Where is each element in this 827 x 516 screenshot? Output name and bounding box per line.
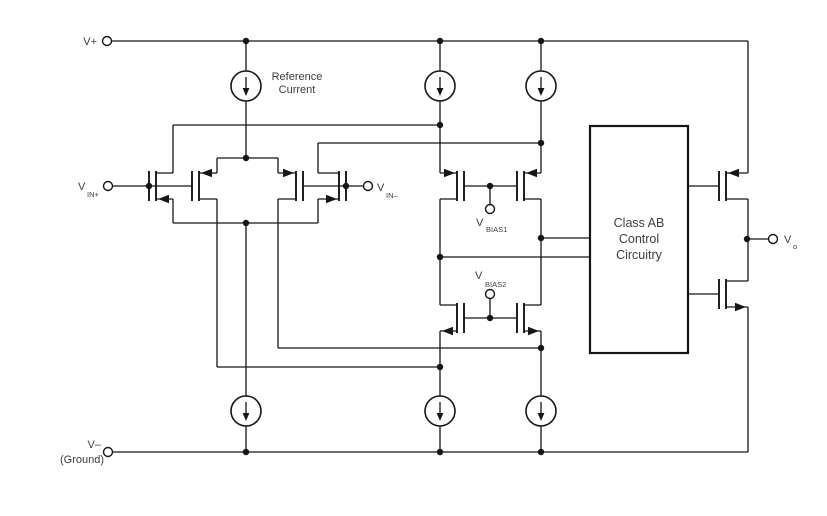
vin-plus-terminal [102,180,114,192]
vbias1-terminal [484,203,496,215]
vplus-terminal [101,35,113,47]
mosfet-output-pmos-icon [718,168,739,201]
mosfet-cascode-bias2-left-icon [442,303,465,336]
current-source-icon [230,70,262,102]
mosfet-cascode-bias2-right-icon [516,303,539,336]
mosfet-cascode-bias1-left-icon [444,168,465,201]
vbias1-sub: BIAS1 [486,225,507,234]
mosfet-cascode-bias1-right-icon [516,168,537,201]
vin-minus-label: V [377,182,385,194]
class-ab-label-line3: Circuitry [616,248,663,262]
mosfet-input-vinplus-p-icon [191,168,212,201]
vin-minus-terminal [362,180,374,192]
vout-label: V [784,234,792,246]
current-source-icon [424,395,456,427]
vbias2-sub: BIAS2 [485,280,506,289]
vin-plus-label: V [78,181,86,193]
vout-sub: o [793,242,797,251]
current-source-icon [525,70,557,102]
mosfet-input-vinminus-p-icon [283,168,304,201]
vin-minus-sub: IN– [386,191,399,200]
class-ab-label-line1: Class AB [614,216,665,230]
mosfet-output-nmos-icon [718,279,746,312]
class-ab-box [588,124,690,355]
ground-label: (Ground) [60,454,104,466]
vplus-label: V+ [83,36,97,48]
vminus-terminal [102,446,114,458]
junction-dots [145,37,751,456]
class-ab-label-line2: Control [619,232,659,246]
vminus-label: V– [88,439,102,451]
vbias1-label: V [476,217,484,229]
reference-current-label-line2: Current [279,84,316,96]
reference-current-label-line1: Reference [272,71,323,83]
wire-network [112,40,768,453]
current-source-icon [525,395,557,427]
vbias2-terminal [484,288,496,300]
current-source-icon [424,70,456,102]
current-source-icon [230,395,262,427]
vbias2-label: V [475,270,483,282]
vin-plus-sub: IN+ [87,190,100,199]
vout-terminal [767,233,779,245]
